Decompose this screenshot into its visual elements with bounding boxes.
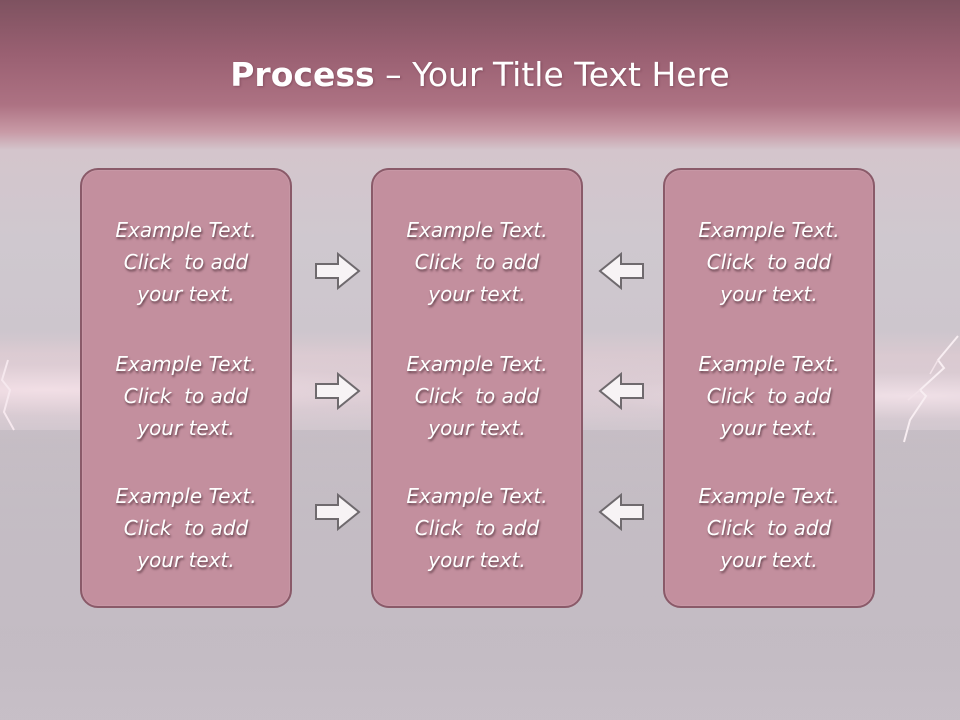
text-line: Click to add <box>706 250 832 274</box>
text-line: Click to add <box>123 384 249 408</box>
right-arrow-icon[interactable] <box>314 371 362 411</box>
text-placeholder[interactable]: Example Text. Click to add your text. <box>82 480 290 576</box>
right-arrow-icon[interactable] <box>314 251 362 291</box>
text-line: Example Text. <box>406 352 548 376</box>
text-placeholder[interactable]: Example Text. Click to add your text. <box>82 214 290 310</box>
text-line: your text. <box>720 282 818 306</box>
text-placeholder[interactable]: Example Text. Click to add your text. <box>665 214 873 310</box>
text-line: Example Text. <box>115 352 257 376</box>
text-line: your text. <box>720 416 818 440</box>
text-line: Example Text. <box>698 484 840 508</box>
text-placeholder[interactable]: Example Text. Click to add your text. <box>373 214 581 310</box>
slide-title[interactable]: Process – Your Title Text Here <box>0 52 960 98</box>
text-line: Click to add <box>414 250 540 274</box>
text-line: your text. <box>428 282 526 306</box>
left-arrow-icon[interactable] <box>597 251 645 291</box>
left-arrow-icon[interactable] <box>597 492 645 532</box>
text-line: Example Text. <box>698 218 840 242</box>
process-box-middle[interactable]: Example Text. Click to add your text. Ex… <box>371 168 583 608</box>
text-line: your text. <box>137 282 235 306</box>
lightning-bolt-left-icon <box>0 359 15 431</box>
text-line: Click to add <box>414 516 540 540</box>
title-bold: Process <box>230 55 375 94</box>
text-line: Click to add <box>414 384 540 408</box>
text-placeholder[interactable]: Example Text. Click to add your text. <box>82 348 290 444</box>
text-line: your text. <box>720 548 818 572</box>
text-line: Click to add <box>706 384 832 408</box>
process-box-left[interactable]: Example Text. Click to add your text. Ex… <box>80 168 292 608</box>
text-line: your text. <box>137 548 235 572</box>
text-line: Click to add <box>123 516 249 540</box>
text-line: Click to add <box>706 516 832 540</box>
title-rest: – Your Title Text Here <box>374 55 730 94</box>
process-box-right[interactable]: Example Text. Click to add your text. Ex… <box>663 168 875 608</box>
text-placeholder[interactable]: Example Text. Click to add your text. <box>373 348 581 444</box>
text-line: your text. <box>137 416 235 440</box>
text-line: Example Text. <box>115 218 257 242</box>
left-arrow-icon[interactable] <box>597 371 645 411</box>
lightning-bolt-right-icon <box>903 335 959 443</box>
text-line: your text. <box>428 416 526 440</box>
text-placeholder[interactable]: Example Text. Click to add your text. <box>665 480 873 576</box>
text-line: Example Text. <box>698 352 840 376</box>
text-placeholder[interactable]: Example Text. Click to add your text. <box>373 480 581 576</box>
text-line: your text. <box>428 548 526 572</box>
text-line: Example Text. <box>406 218 548 242</box>
text-line: Example Text. <box>406 484 548 508</box>
right-arrow-icon[interactable] <box>314 492 362 532</box>
text-line: Example Text. <box>115 484 257 508</box>
text-line: Click to add <box>123 250 249 274</box>
text-placeholder[interactable]: Example Text. Click to add your text. <box>665 348 873 444</box>
